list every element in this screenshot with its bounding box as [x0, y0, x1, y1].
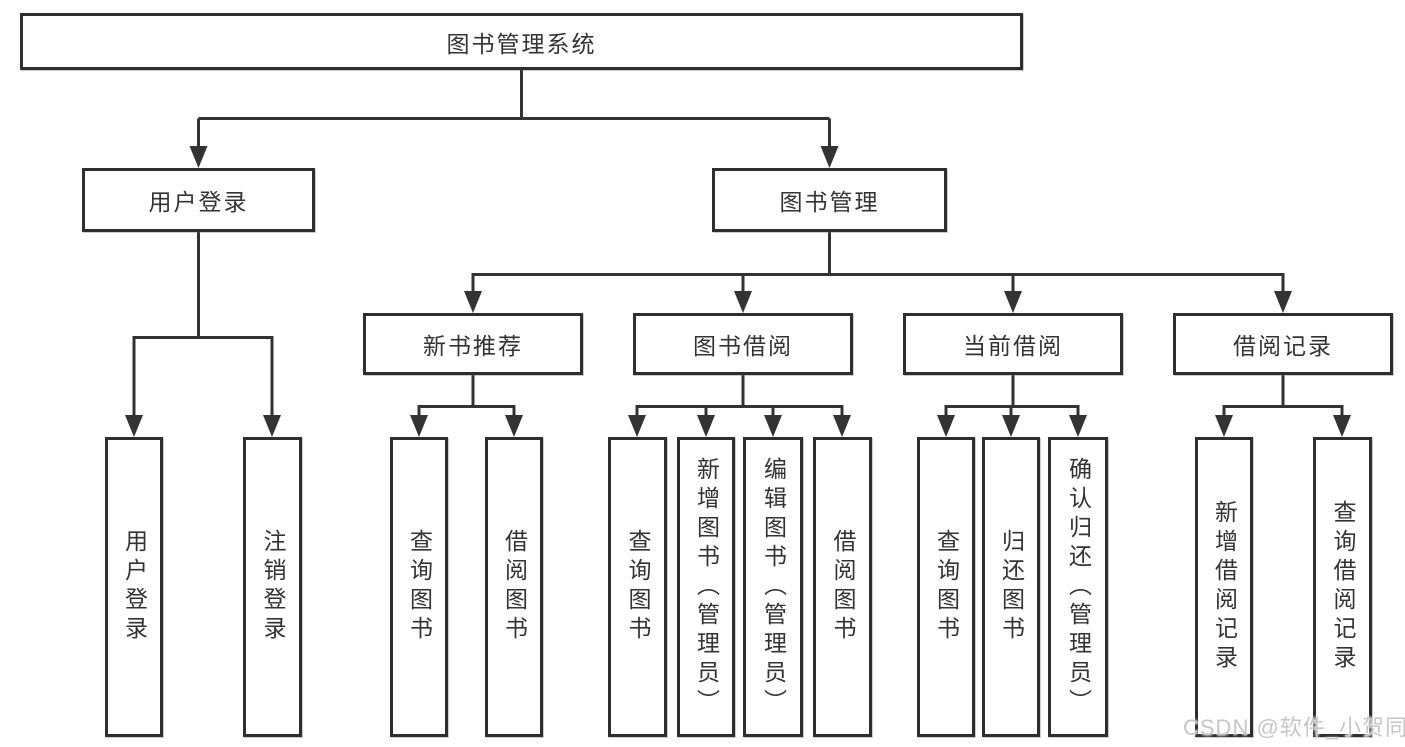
node-borrow-records-label: 借阅记录 — [1233, 333, 1333, 359]
leaf-query-books-borrow-label: 查询图书 — [625, 529, 651, 645]
node-current-borrow: 当前借阅 — [903, 313, 1123, 375]
arrow-down-icon — [833, 415, 851, 437]
node-book-management-label: 图书管理 — [779, 189, 880, 215]
leaf-add-borrow-record-label: 新增借阅记录 — [1211, 500, 1238, 674]
arrow-down-icon — [1274, 291, 1292, 313]
connector-book-borrow — [635, 375, 844, 419]
leaf-borrow-books-recommend-label: 借阅图书 — [501, 529, 528, 645]
arrow-down-icon — [1004, 291, 1022, 313]
leaf-query-books-current-label: 查询图书 — [933, 529, 960, 645]
arrow-down-icon — [764, 415, 782, 437]
arrow-down-icon — [189, 146, 208, 168]
node-borrow-records: 借阅记录 — [1173, 313, 1393, 375]
connector-root — [197, 70, 831, 150]
csdn-watermark: CSDN @软件_小贺同学 — [1183, 715, 1405, 740]
node-user-login: 用户登录 — [82, 168, 315, 232]
leaf-return-book: 归还图书 — [982, 437, 1040, 737]
leaf-return-book-label: 归还图书 — [998, 529, 1025, 645]
arrow-down-icon — [505, 415, 523, 437]
arrow-down-icon — [125, 415, 143, 437]
arrow-down-icon — [734, 291, 752, 313]
node-new-book-recommend-label: 新书推荐 — [423, 333, 523, 359]
leaf-edit-book-admin-label: 编辑图书（管理员） — [760, 456, 787, 718]
leaf-query-borrow-record-label: 查询借阅记录 — [1330, 500, 1356, 674]
arrow-down-icon — [1002, 415, 1020, 437]
node-root-label: 图书管理系统 — [446, 30, 597, 57]
leaf-query-books-borrow: 查询图书 — [608, 437, 667, 737]
node-book-management: 图书管理 — [712, 168, 947, 232]
leaf-query-books-recommend: 查询图书 — [390, 437, 448, 737]
connector-new-book — [417, 375, 516, 419]
leaf-borrow-books: 借阅图书 — [813, 437, 872, 737]
leaf-borrow-books-label: 借阅图书 — [830, 529, 856, 645]
leaf-edit-book-admin: 编辑图书（管理员） — [743, 437, 803, 737]
connector-borrow-records — [1222, 375, 1344, 419]
arrow-down-icon — [628, 415, 646, 437]
leaf-add-book-admin: 新增图书（管理员） — [677, 437, 735, 737]
node-new-book-recommend: 新书推荐 — [363, 313, 583, 375]
connector-user-login — [132, 232, 274, 419]
arrow-down-icon — [263, 415, 281, 437]
arrow-down-icon — [1215, 415, 1233, 437]
leaf-query-books-recommend-label: 查询图书 — [406, 529, 433, 645]
node-root: 图书管理系统 — [20, 13, 1023, 70]
leaf-add-book-admin-label: 新增图书（管理员） — [693, 456, 720, 718]
leaf-user-login: 用户登录 — [105, 437, 163, 737]
leaf-query-books-current: 查询图书 — [917, 437, 975, 737]
node-book-borrow-label: 图书借阅 — [693, 333, 793, 359]
leaf-user-login-label: 用户登录 — [121, 529, 148, 645]
arrow-down-icon — [820, 146, 839, 168]
arrow-down-icon — [937, 415, 955, 437]
leaf-confirm-return-admin: 确认归还（管理员） — [1048, 437, 1108, 737]
arrow-down-icon — [464, 291, 482, 313]
node-current-borrow-label: 当前借阅 — [963, 333, 1063, 359]
connector-book-management — [471, 232, 1285, 295]
leaf-add-borrow-record: 新增借阅记录 — [1195, 437, 1253, 737]
arrow-down-icon — [1333, 415, 1351, 437]
node-user-login-label: 用户登录 — [148, 189, 249, 215]
leaf-confirm-return-admin-label: 确认归还（管理员） — [1065, 456, 1092, 718]
arrow-down-icon — [1069, 415, 1087, 437]
arrow-down-icon — [410, 415, 428, 437]
leaf-logout: 注销登录 — [243, 437, 302, 737]
arrow-down-icon — [697, 415, 715, 437]
leaf-query-borrow-record: 查询借阅记录 — [1313, 437, 1372, 737]
leaf-borrow-books-recommend: 借阅图书 — [485, 437, 543, 737]
node-book-borrow: 图书借阅 — [633, 313, 853, 375]
connector-current-borrow — [944, 375, 1080, 419]
leaf-logout-label: 注销登录 — [260, 529, 286, 645]
